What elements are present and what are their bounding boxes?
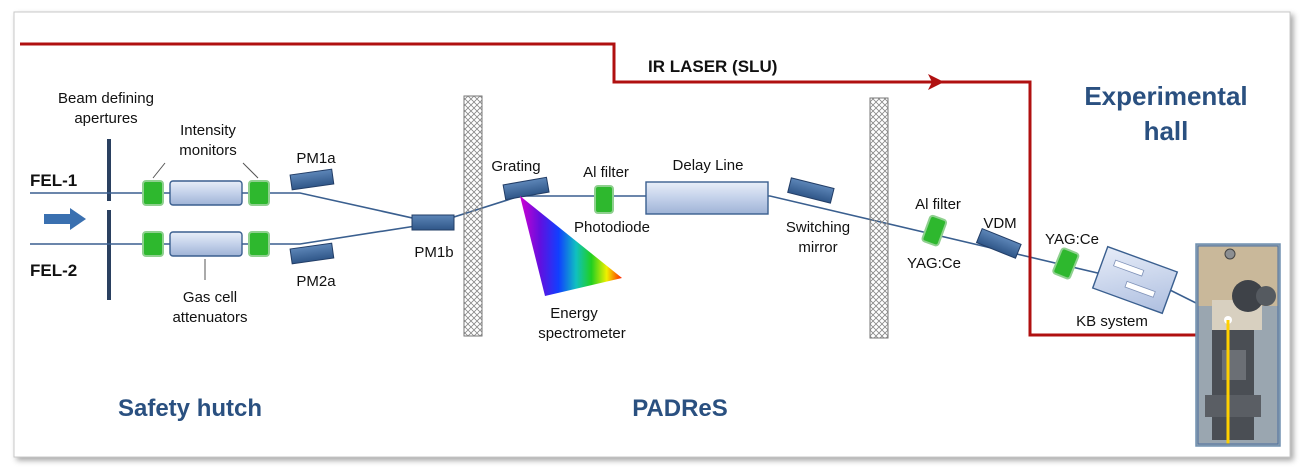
label-padres: PADReS — [632, 395, 728, 422]
ir-laser-path — [20, 42, 940, 84]
label-pm2a: PM2a — [296, 273, 336, 290]
label-delay-line: Delay Line — [673, 157, 744, 174]
yag-ce-screen — [1052, 247, 1080, 280]
delay-line-tube — [645, 181, 769, 215]
pm1b-mirror — [411, 214, 455, 231]
label-ir-laser: IR LASER (SLU) — [648, 57, 777, 76]
grating-element — [502, 176, 550, 201]
pm1a-mirror — [289, 168, 335, 191]
energy-spectrum — [520, 196, 622, 296]
aperture-lower — [107, 210, 111, 300]
filter-fel2-a — [142, 231, 164, 257]
label-vdm: VDM — [983, 215, 1016, 232]
label-safety-hutch: Safety hutch — [118, 395, 262, 422]
pointer-lines — [152, 162, 259, 280]
direction-arrow — [44, 208, 86, 230]
aperture-upper — [107, 139, 111, 201]
label-attenuators: attenuators — [172, 309, 247, 326]
label-yag-ce-1: YAG:Ce — [907, 255, 961, 272]
label-intensity: Intensity — [180, 122, 236, 139]
label-energy: Energy — [550, 305, 598, 322]
ir-laser-arrow — [928, 74, 944, 90]
label-al-filter-1: Al filter — [583, 164, 629, 181]
label-mirror: mirror — [798, 239, 837, 256]
label-al-filter-2: Al filter — [915, 196, 961, 213]
gas-cell-tube — [169, 231, 243, 257]
label-switching: Switching — [786, 219, 850, 236]
label-fel2: FEL-2 — [30, 261, 77, 280]
filter-fel1-b — [248, 180, 270, 206]
al-filter-2 — [921, 214, 948, 247]
vdm-mirror — [975, 227, 1022, 259]
label-yag-ce-2: YAG:Ce — [1045, 231, 1099, 248]
label-kb-system: KB system — [1076, 313, 1148, 330]
label-spectrometer: spectrometer — [538, 325, 626, 342]
label-pm1a: PM1a — [296, 150, 336, 167]
filter-fel2-b — [248, 231, 270, 257]
label-hall: hall — [1144, 116, 1189, 146]
experimental-chamber — [1195, 243, 1281, 447]
shield-wall-1 — [463, 95, 483, 337]
label-grating: Grating — [491, 158, 540, 175]
label-gas-cell: Gas cell — [183, 289, 237, 306]
switching-mirror — [787, 177, 835, 204]
label-monitors: monitors — [179, 142, 237, 159]
al-filter-1 — [594, 185, 614, 214]
label-pm1b: PM1b — [414, 244, 453, 261]
label-experimental: Experimental — [1084, 81, 1247, 111]
filter-fel1-a — [142, 180, 164, 206]
label-photodiode: Photodiode — [574, 219, 650, 236]
kb-system — [1091, 245, 1179, 315]
intensity-monitor-tube — [169, 180, 243, 206]
label-fel1: FEL-1 — [30, 171, 77, 190]
label-beam-defining: Beam defining — [58, 90, 154, 107]
label-apertures: apertures — [74, 110, 137, 127]
shield-wall-2 — [869, 97, 889, 339]
pm2a-mirror — [289, 242, 335, 265]
